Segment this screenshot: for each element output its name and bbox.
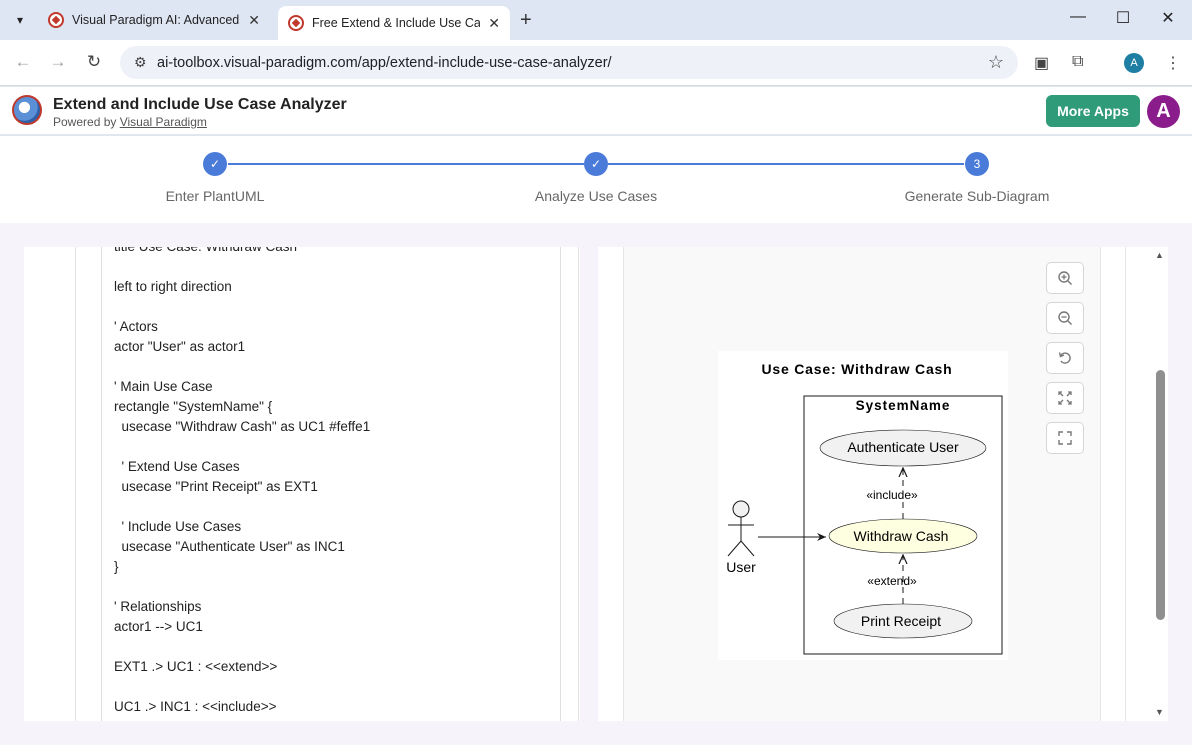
code-line[interactable]: left to right direction xyxy=(114,279,232,294)
step-2-label: Analyze Use Cases xyxy=(534,188,658,204)
code-line[interactable] xyxy=(114,357,370,377)
code-line[interactable] xyxy=(114,637,370,657)
plantuml-editor[interactable]: title Use Case: Withdraw Cash left to ri… xyxy=(75,247,579,721)
omnibox[interactable]: ⚙ ai-toolbox.visual-paradigm.com/app/ext… xyxy=(120,46,1018,79)
site-info-icon[interactable]: ⚙ xyxy=(134,54,147,70)
fullscreen-icon[interactable] xyxy=(1046,422,1084,454)
maximize-icon[interactable]: ☐ xyxy=(1115,10,1131,27)
reset-icon[interactable] xyxy=(1046,342,1084,374)
step-2-check-icon[interactable]: ✓ xyxy=(584,152,608,176)
code-line[interactable]: usecase "Authenticate User" as INC1 xyxy=(114,539,345,554)
plantuml-code[interactable]: title Use Case: Withdraw Cash left to ri… xyxy=(114,247,370,717)
step-3-number[interactable]: 3 xyxy=(965,152,989,176)
code-line[interactable]: } xyxy=(114,559,119,574)
tab-title: Visual Paradigm AI: Advanced S xyxy=(72,13,241,27)
code-line[interactable] xyxy=(114,497,370,517)
system-boundary xyxy=(803,395,1003,655)
browser-menu-icon[interactable]: ⋮ xyxy=(1165,55,1181,72)
tab-search-chevron-icon[interactable]: ▾ xyxy=(16,13,24,27)
code-line[interactable]: actor1 --> UC1 xyxy=(114,619,203,634)
step-3-label: Generate Sub-Diagram xyxy=(904,188,1050,204)
code-line[interactable] xyxy=(114,437,370,457)
code-line[interactable] xyxy=(114,257,370,277)
step-connector xyxy=(228,163,584,165)
usecase-print-receipt-label: Print Receipt xyxy=(861,613,941,629)
scrollbar-thumb[interactable] xyxy=(1156,370,1165,620)
usecase-authenticate-label: Authenticate User xyxy=(847,439,959,455)
code-line[interactable]: EXT1 .> UC1 : <<extend>> xyxy=(114,659,278,674)
code-line[interactable]: ' Actors xyxy=(114,319,158,334)
fit-icon[interactable] xyxy=(1046,382,1084,414)
actor-label: User xyxy=(726,559,756,575)
extensions-puzzle-icon[interactable]: ⧉ xyxy=(1072,53,1084,70)
user-avatar[interactable]: A xyxy=(1147,95,1180,128)
scroll-down-icon[interactable]: ▼ xyxy=(1155,707,1164,717)
tab-title: Free Extend & Include Use Case xyxy=(312,16,481,30)
url-text[interactable]: ai-toolbox.visual-paradigm.com/app/exten… xyxy=(157,55,612,71)
app-header: Extend and Include Use Case Analyzer Pow… xyxy=(0,87,1192,135)
address-toolbar: ← → ↻ ⚙ ai-toolbox.visual-paradigm.com/a… xyxy=(0,40,1192,86)
diagram-title: Use Case: Withdraw Cash xyxy=(762,361,953,377)
usecase-authenticate-user[interactable] xyxy=(819,429,987,467)
close-window-icon[interactable]: ✕ xyxy=(1161,10,1175,27)
content-area: title Use Case: Withdraw Cash left to ri… xyxy=(0,223,1192,745)
code-line[interactable]: ' Extend Use Cases xyxy=(114,459,240,474)
minimize-icon[interactable]: — xyxy=(1070,8,1086,25)
tab-bar: ▾ Visual Paradigm AI: Advanced S ✕ Free … xyxy=(0,0,1192,40)
code-line[interactable]: title Use Case: Withdraw Cash xyxy=(114,247,370,257)
diagram-border xyxy=(1101,247,1126,721)
reload-icon[interactable]: ↻ xyxy=(86,52,102,71)
code-line[interactable]: ' Relationships xyxy=(114,599,202,614)
visual-paradigm-favicon-icon xyxy=(48,12,64,28)
step-1-label: Enter PlantUML xyxy=(165,188,265,204)
code-line[interactable]: rectangle "SystemName" { xyxy=(114,399,273,414)
new-tab-button[interactable]: + xyxy=(520,9,532,31)
more-apps-button[interactable]: More Apps xyxy=(1046,95,1140,127)
tab-close-icon[interactable]: ✕ xyxy=(488,14,500,31)
tab-close-icon[interactable]: ✕ xyxy=(248,11,260,28)
use-case-diagram: Use Case: Withdraw Cash SystemName User … xyxy=(718,351,1008,660)
visual-paradigm-favicon-icon xyxy=(288,15,304,31)
extension-icon[interactable]: ▣ xyxy=(1034,55,1050,72)
tab-visual-paradigm-ai[interactable]: Visual Paradigm AI: Advanced S ✕ xyxy=(38,6,270,34)
code-line[interactable]: actor "User" as actor1 xyxy=(114,339,246,354)
powered-by-text: Powered by xyxy=(53,115,117,129)
code-line[interactable] xyxy=(114,677,370,697)
bookmark-star-icon[interactable]: ☆ xyxy=(987,52,1004,72)
code-line[interactable]: ' Main Use Case xyxy=(114,379,213,394)
step-1-check-icon[interactable]: ✓ xyxy=(203,152,227,176)
usecase-withdraw-label: Withdraw Cash xyxy=(854,528,949,544)
diagram-toolbar xyxy=(1046,262,1086,462)
app-title: Extend and Include Use Case Analyzer xyxy=(53,96,347,113)
plantuml-card: title Use Case: Withdraw Cash left to ri… xyxy=(24,247,580,721)
progress-stepper: ✓ ✓ 3 Enter PlantUML Analyze Use Cases G… xyxy=(0,136,1192,223)
code-line[interactable]: usecase "Print Receipt" as EXT1 xyxy=(114,479,318,494)
back-icon[interactable]: ← xyxy=(14,52,32,71)
include-label: «include» xyxy=(866,488,918,502)
app-logo-icon xyxy=(12,95,42,125)
powered-by: Powered by Visual Paradigm xyxy=(53,115,207,129)
zoom-out-icon[interactable] xyxy=(1046,302,1084,334)
scroll-up-icon[interactable]: ▲ xyxy=(1155,250,1164,260)
step-connector xyxy=(608,163,964,165)
forward-icon[interactable]: → xyxy=(49,52,67,71)
tab-use-case-analyzer[interactable]: Free Extend & Include Use Case ✕ xyxy=(278,6,510,40)
actor-user-icon xyxy=(727,500,755,557)
code-line[interactable]: UC1 .> INC1 : <<include>> xyxy=(114,699,277,714)
system-name: SystemName xyxy=(856,398,951,413)
code-line[interactable]: ' Include Use Cases xyxy=(114,519,242,534)
code-line[interactable] xyxy=(114,577,370,597)
code-box xyxy=(101,247,561,721)
extend-label: «extend» xyxy=(867,574,917,588)
zoom-in-icon[interactable] xyxy=(1046,262,1084,294)
profile-avatar[interactable]: A xyxy=(1124,53,1144,73)
code-line[interactable]: usecase "Withdraw Cash" as UC1 #feffe1 xyxy=(114,419,371,434)
visual-paradigm-link[interactable]: Visual Paradigm xyxy=(119,115,207,129)
code-line[interactable] xyxy=(114,297,370,317)
